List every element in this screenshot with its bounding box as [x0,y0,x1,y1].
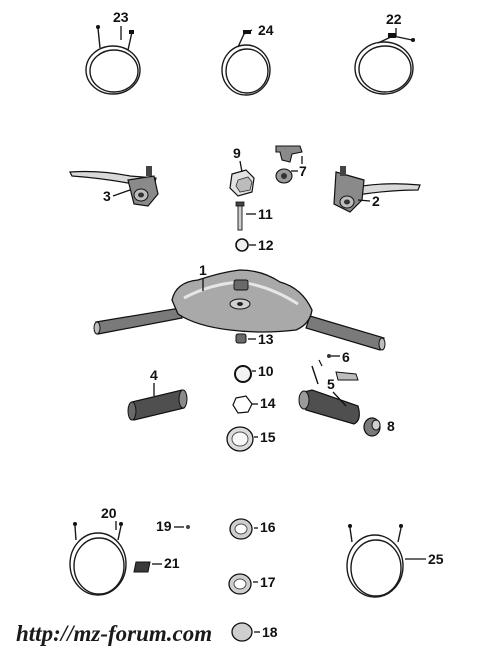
lever-3 [69,166,159,207]
label-16: 16 [260,519,276,535]
cable-20 [69,522,127,596]
throttle-grip-5 [298,365,360,425]
switch-7 [275,145,303,184]
grip-4 [127,389,188,421]
clip-21 [133,561,151,573]
watermark: http://mz-forum.com [16,621,212,646]
cable-24 [221,29,271,96]
ring-10 [234,365,252,383]
label-4: 4 [150,367,158,383]
label-21: 21 [164,555,180,571]
label-22: 22 [386,11,402,27]
pin-19 [186,525,190,529]
nut-14 [232,395,253,414]
end-cap-8 [363,417,381,437]
label-6: 6 [342,349,350,365]
leader-2 [357,199,371,202]
ring-18 [231,622,253,642]
cable-22 [354,33,415,95]
leader-5 [332,391,347,407]
label-10: 10 [258,363,274,379]
label-15: 15 [260,429,276,445]
label-1: 1 [199,262,207,278]
label-3: 3 [103,188,111,204]
label-25: 25 [428,551,444,567]
hex-nut-9 [229,169,255,197]
label-13: 13 [258,331,274,347]
label-20: 20 [101,505,117,521]
label-18: 18 [262,624,278,640]
lever-2 [333,166,421,213]
label-19: 19 [156,518,172,534]
cable-25 [346,524,404,598]
rubber-13 [235,333,247,344]
label-23: 23 [113,9,129,25]
cable-23 [85,25,141,95]
screw-6 [318,354,331,367]
label-14: 14 [260,395,276,411]
label-11: 11 [258,206,273,222]
label-24: 24 [258,22,274,38]
label-2: 2 [372,193,380,209]
label-17: 17 [260,574,276,590]
handlebar-1 [93,269,386,351]
leader-3 [112,189,131,197]
washer-12 [235,238,249,252]
label-12: 12 [258,237,274,253]
label-9: 9 [233,145,241,161]
label-5: 5 [327,376,335,392]
label-7: 7 [299,163,307,179]
bolt-11 [235,201,245,231]
label-8: 8 [387,418,395,434]
leader-9 [239,160,243,173]
